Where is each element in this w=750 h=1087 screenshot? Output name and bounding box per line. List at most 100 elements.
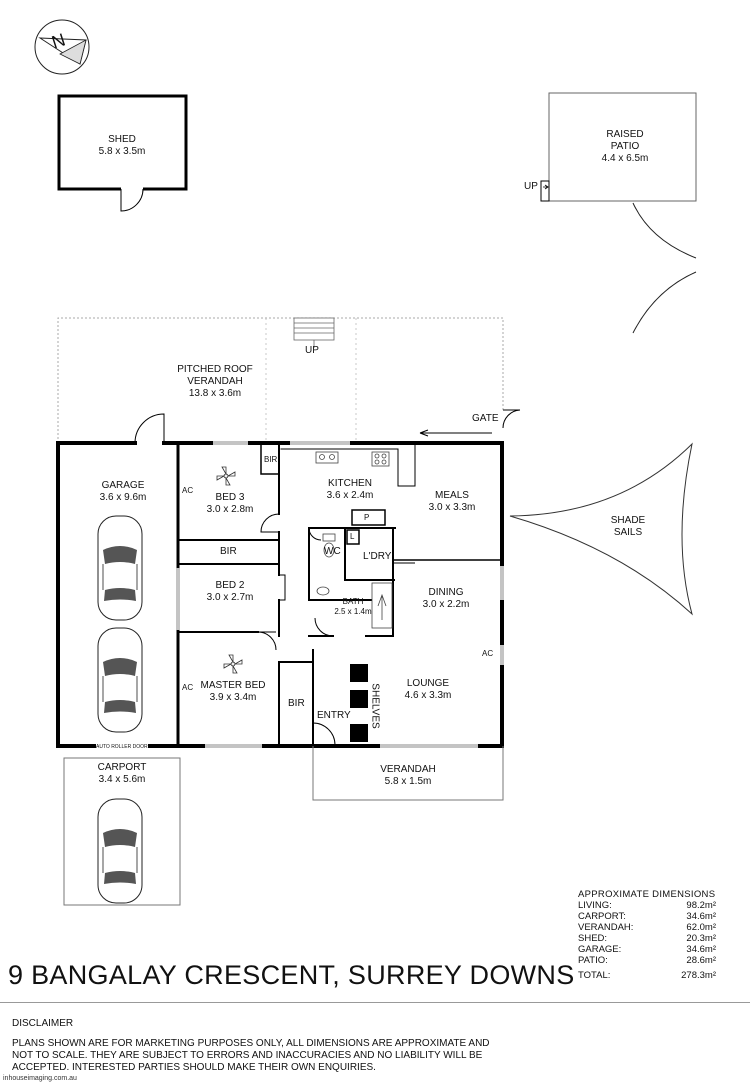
room-name: BED 3 (215, 492, 245, 503)
room-size: 3.0 x 2.7m (206, 592, 254, 603)
bath-label: BATH 2.5 x 1.4m (328, 597, 378, 617)
dimension-value: 34.6m² (686, 911, 716, 922)
dimension-value: 62.0m² (686, 922, 716, 933)
disclaimer-line: ACCEPTED. INTERESTED PARTIES SHOULD MAKE… (12, 1062, 376, 1073)
dimension-label: LIVING: (578, 900, 612, 911)
room-size: 3.6 x 2.4m (326, 490, 374, 501)
dimension-label: SHED: (578, 933, 608, 944)
bir-label-bed3: BIR (264, 455, 278, 464)
disclaimer-line: PLANS SHOWN ARE FOR MARKETING PURPOSES O… (12, 1038, 490, 1049)
lounge-label: LOUNGE 4.6 x 3.3m (388, 678, 468, 702)
room-name-2: SAILS (613, 527, 643, 538)
garage-label: GARAGE 3.6 x 9.6m (83, 480, 163, 504)
dimensions-row: CARPORT: 34.6m² (578, 911, 716, 922)
dimensions-row: VERANDAH: 62.0m² (578, 922, 716, 933)
room-name: SHADE (610, 515, 646, 526)
room-name: BED 2 (215, 580, 245, 591)
room-name: GARAGE (101, 480, 145, 491)
patio-label: RAISED PATIO 4.4 x 6.5m (585, 129, 665, 165)
room-name: PITCHED ROOF (177, 364, 253, 375)
doors (134, 413, 415, 746)
wc-label: WC (324, 546, 341, 557)
dimension-label: TOTAL: (578, 970, 611, 981)
room-name-2: PATIO (610, 141, 640, 152)
dimension-value: 278.3m² (681, 970, 716, 981)
room-size: 3.4 x 5.6m (98, 774, 146, 785)
disclaimer-line: NOT TO SCALE. THEY ARE SUBJECT TO ERRORS… (12, 1050, 483, 1061)
roller-door-label: AUTO ROLLER DOOR (96, 741, 148, 753)
pitched-verandah-label: PITCHED ROOF VERANDAH 13.8 x 3.6m (155, 364, 275, 400)
dimension-label: CARPORT: (578, 911, 626, 922)
dimensions-row: GARAGE: 34.6m² (578, 944, 716, 955)
room-name: VERANDAH (380, 764, 436, 775)
dimension-value: 34.6m² (686, 944, 716, 955)
front-verandah-outline (312, 746, 504, 801)
disclaimer: DISCLAIMER PLANS SHOWN ARE FOR MARKETING… (12, 1018, 512, 1074)
dimensions-title: APPROXIMATE DIMENSIONS (578, 889, 716, 900)
ac-label-bed3: AC (182, 486, 194, 495)
room-name-2: VERANDAH (187, 376, 243, 387)
shed-label: SHED 5.8 x 3.5m (82, 134, 162, 158)
car-icon (97, 627, 143, 733)
bed2-label: BED 2 3.0 x 2.7m (190, 580, 270, 604)
room-size: 4.4 x 6.5m (601, 153, 649, 164)
dimension-label: PATIO: (578, 955, 608, 966)
room-name: LOUNGE (406, 678, 450, 689)
north-compass-icon (34, 19, 90, 75)
ac-label-master: AC (182, 683, 194, 692)
gate-label: GATE (472, 413, 499, 424)
shelves-label: SHELVES (369, 683, 381, 729)
car-icon (97, 515, 143, 621)
dimension-label: GARAGE: (578, 944, 622, 955)
room-size: 5.8 x 3.5m (98, 146, 146, 157)
room-size: 13.8 x 3.6m (188, 388, 242, 399)
room-size: 2.5 x 1.4m (334, 607, 372, 616)
dining-label: DINING 3.0 x 2.2m (406, 587, 486, 611)
room-name: RAISED (606, 129, 644, 140)
room-size: 3.9 x 3.4m (209, 692, 257, 703)
pitched-roof-verandah-outline (57, 317, 521, 443)
ceiling-fan-icon (216, 466, 236, 486)
room-name: CARPORT (97, 762, 147, 773)
dimensions-row: LIVING: 98.2m² (578, 900, 716, 911)
front-verandah-label: VERANDAH 5.8 x 1.5m (368, 764, 448, 788)
dimensions-total-row: TOTAL: 278.3m² (578, 970, 716, 981)
raised-patio-outline (540, 92, 697, 334)
footer-website: inhouseimaging.com.au (3, 1075, 77, 1082)
meals-label: MEALS 3.0 x 3.3m (412, 490, 492, 514)
dimensions-row: PATIO: 28.6m² (578, 955, 716, 966)
fixtures (315, 451, 393, 629)
room-size: 3.0 x 2.8m (206, 504, 254, 515)
carport-label: CARPORT 3.4 x 5.6m (82, 762, 162, 786)
dimension-value: 20.3m² (686, 933, 716, 944)
bir-label-master: BIR (288, 698, 305, 709)
disclaimer-heading: DISCLAIMER (12, 1018, 74, 1029)
car-icon (97, 798, 143, 904)
bir-label-bed2: BIR (220, 546, 237, 557)
room-size: 3.0 x 2.2m (422, 599, 470, 610)
ceiling-fan-icon (223, 654, 243, 674)
patio-up-label: UP (524, 181, 538, 192)
linen-label: L (350, 532, 355, 541)
room-name: MEALS (435, 490, 469, 501)
shelves-unit (350, 664, 368, 742)
room-size: 4.6 x 3.3m (404, 690, 452, 701)
verandah-up-label: UP (305, 345, 319, 356)
ac-label-dining: AC (482, 649, 494, 658)
carport-outline (63, 757, 181, 906)
shed-outline (57, 94, 188, 212)
room-size: 5.8 x 1.5m (384, 776, 432, 787)
shade-sails-outline (509, 442, 693, 616)
entry-label: ENTRY (317, 710, 351, 721)
kitchen-label: KITCHEN 3.6 x 2.4m (310, 478, 390, 502)
room-name: BATH (342, 597, 364, 606)
room-name: MASTER BED (200, 680, 266, 691)
windows (176, 441, 504, 748)
dimension-value: 28.6m² (686, 955, 716, 966)
room-name: SHED (108, 134, 136, 145)
divider (0, 1002, 750, 1003)
approximate-dimensions-table: APPROXIMATE DIMENSIONS LIVING: 98.2m² CA… (578, 889, 716, 981)
room-size: 3.6 x 9.6m (99, 492, 147, 503)
property-address: 9 BANGALAY CRESCENT, SURREY DOWNS (8, 960, 575, 990)
